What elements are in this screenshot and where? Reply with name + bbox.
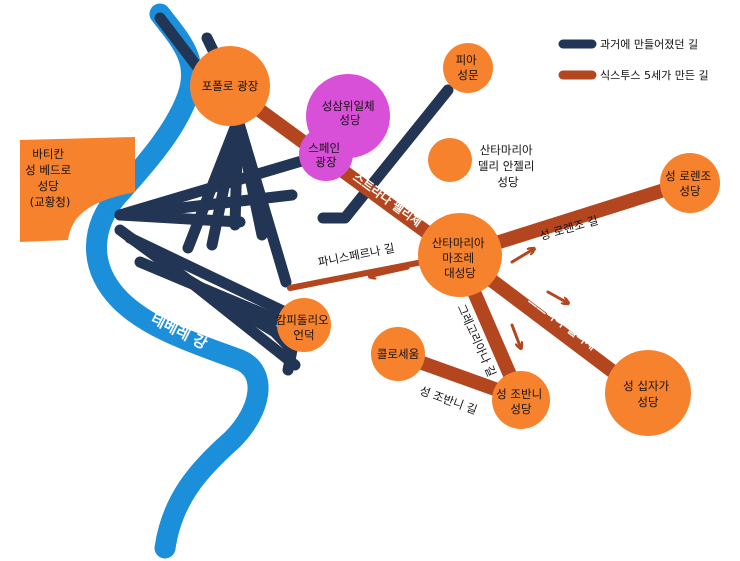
colosseum-label: 콜로세움 (377, 347, 419, 361)
piazza-spagna-label: 스페인 광장 (308, 141, 343, 169)
colosseum-circle (371, 327, 425, 381)
direction-arrows (372, 250, 566, 346)
trinita-label: 성삼위일체 성당 (322, 99, 379, 127)
old-roads (114, 12, 454, 376)
arrow-to-san-lorenzo (510, 250, 532, 264)
san-lorenzo-circle (660, 153, 720, 213)
san-giovanni-road-label: 성 조반니 길 (418, 383, 479, 417)
legend: 과거에 만들어졌던 길 식스투스 5세가 만든 길 (558, 38, 709, 82)
legend-old-road-label: 과거에 만들어졌던 길 (600, 38, 698, 51)
santa-croce-circle (605, 350, 691, 436)
campidoglio-label: 캄피돌리오 언덕 (276, 313, 333, 342)
santa-maria-angeli-circle (428, 138, 472, 182)
piazza-popolo-label: 포폴로 광장 (202, 79, 259, 93)
santa-maria-maggiore-circle (418, 213, 502, 297)
arrow-to-campidoglio (372, 266, 410, 276)
campidoglio-circle (277, 298, 331, 352)
santa-croce-label: 성 십자가 성당 (623, 379, 673, 409)
san-giovanni-label: 성 조반니 성당 (496, 387, 546, 416)
tiber-river (86, 3, 269, 559)
porta-pia-circle (443, 43, 493, 93)
piazza-spagna-circle (299, 127, 353, 181)
vatican-area (20, 137, 135, 242)
arrow-to-san-giovanni (510, 323, 520, 346)
san-lorenzo-label: 성 로렌조 성당 (665, 169, 715, 198)
arrow-to-santa-croce (546, 290, 566, 302)
vatican-label: 바티칸 성 베드로 성당 (교황청) (25, 147, 75, 209)
piazza-popolo-circle (190, 46, 270, 126)
santa-maria-maggiore-label: 산타마리아 마조레 대성당 (432, 236, 489, 280)
legend-sixtus-road-label: 식스투스 5세가 만든 길 (600, 69, 709, 82)
san-giovanni-circle (492, 371, 550, 429)
porta-pia-label: 피아 성문 (456, 53, 481, 82)
santa-maria-angeli-label: 산타마리아 델리 안젤리 성당 (478, 143, 538, 189)
panisperna-label: 파니스페르나 길 (317, 241, 396, 270)
